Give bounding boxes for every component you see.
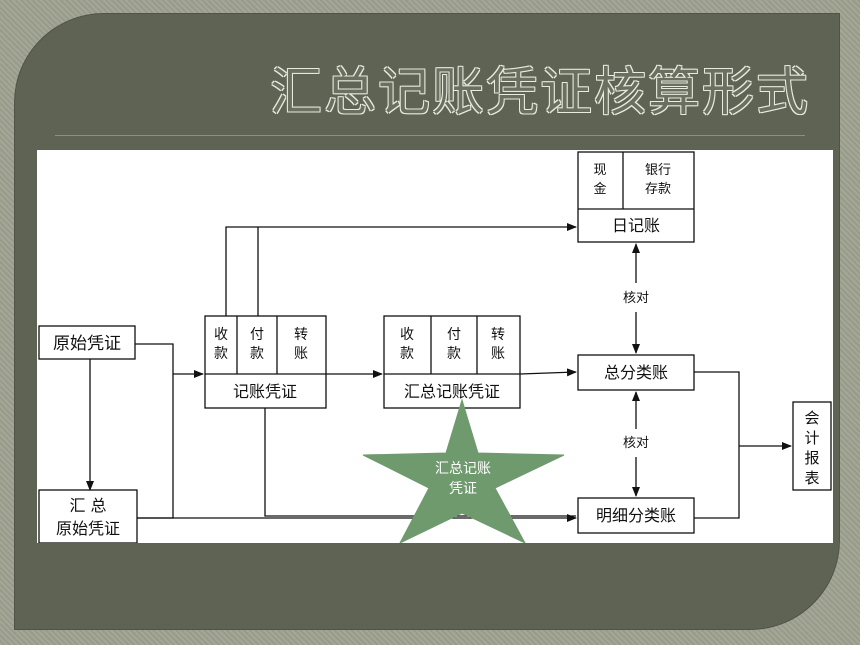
voucher-cell-transfer-1: 转	[294, 327, 308, 343]
page-title: 汇总记账凭证核算形式	[269, 63, 810, 123]
flowchart-canvas: 原始凭证 汇 总 原始凭证 收 款 付 款 转 账 记账凭证 收 款 付 款 转…	[37, 150, 833, 545]
general-ledger-label: 总分类账	[604, 363, 668, 382]
report-char-1: 会	[804, 409, 819, 427]
summary-cell-transfer-1: 转	[491, 327, 505, 343]
check-label-bottom: 核对	[623, 436, 649, 451]
summary-cell-receipt-1: 收	[400, 327, 414, 343]
title-divider	[55, 135, 805, 136]
report-char-4: 表	[804, 469, 819, 487]
arrow-summary-to-ledger	[519, 368, 577, 377]
journal-cell-cash-1: 现	[593, 163, 606, 178]
check-label-top: 核对	[623, 291, 649, 306]
voucher-label: 记账凭证	[233, 382, 297, 401]
voucher-cell-receipt-2: 款	[214, 346, 228, 362]
summary-cell-payment-2: 款	[447, 346, 461, 362]
summary-original-label-1: 汇 总	[69, 496, 106, 515]
summary-cell-transfer-2: 账	[491, 346, 505, 362]
summary-cell-payment-1: 付	[447, 327, 461, 343]
voucher-cell-transfer-2: 账	[294, 346, 308, 362]
summary-cell-receipt-2: 款	[400, 346, 414, 362]
voucher-cell-payment-1: 付	[250, 327, 264, 343]
report-box	[792, 401, 832, 491]
journal-cell-bank-1: 银行	[645, 163, 671, 178]
summary-voucher-label: 汇总记账凭证	[404, 382, 500, 401]
journal-label: 日记账	[612, 216, 660, 235]
report-char-3: 报	[804, 449, 819, 467]
star-label-1: 汇总记账	[435, 461, 491, 477]
journal-cell-bank-2: 存款	[645, 182, 671, 197]
arrow-voucher-to-journal	[225, 223, 577, 316]
summary-original-label-2: 原始凭证	[56, 519, 120, 538]
journal-box	[577, 151, 695, 243]
voucher-cell-payment-2: 款	[250, 346, 264, 362]
summary-voucher-box	[383, 315, 521, 409]
original-voucher-label: 原始凭证	[53, 334, 121, 354]
flowchart: 原始凭证 汇 总 原始凭证 收 款 付 款 转 账 记账凭证 收 款 付 款 转…	[38, 151, 832, 545]
subsidiary-ledger-label: 明细分类账	[596, 506, 676, 525]
arrow-original-to-voucher	[135, 343, 204, 378]
subsidiary-ledger-box	[577, 497, 695, 534]
report-char-2: 计	[804, 429, 819, 447]
star-label-2: 凭证	[449, 481, 477, 497]
original-voucher-box	[38, 325, 136, 360]
journal-cell-cash-2: 金	[593, 181, 606, 197]
star-shape	[362, 398, 565, 545]
voucher-cell-receipt-1: 收	[214, 327, 228, 343]
